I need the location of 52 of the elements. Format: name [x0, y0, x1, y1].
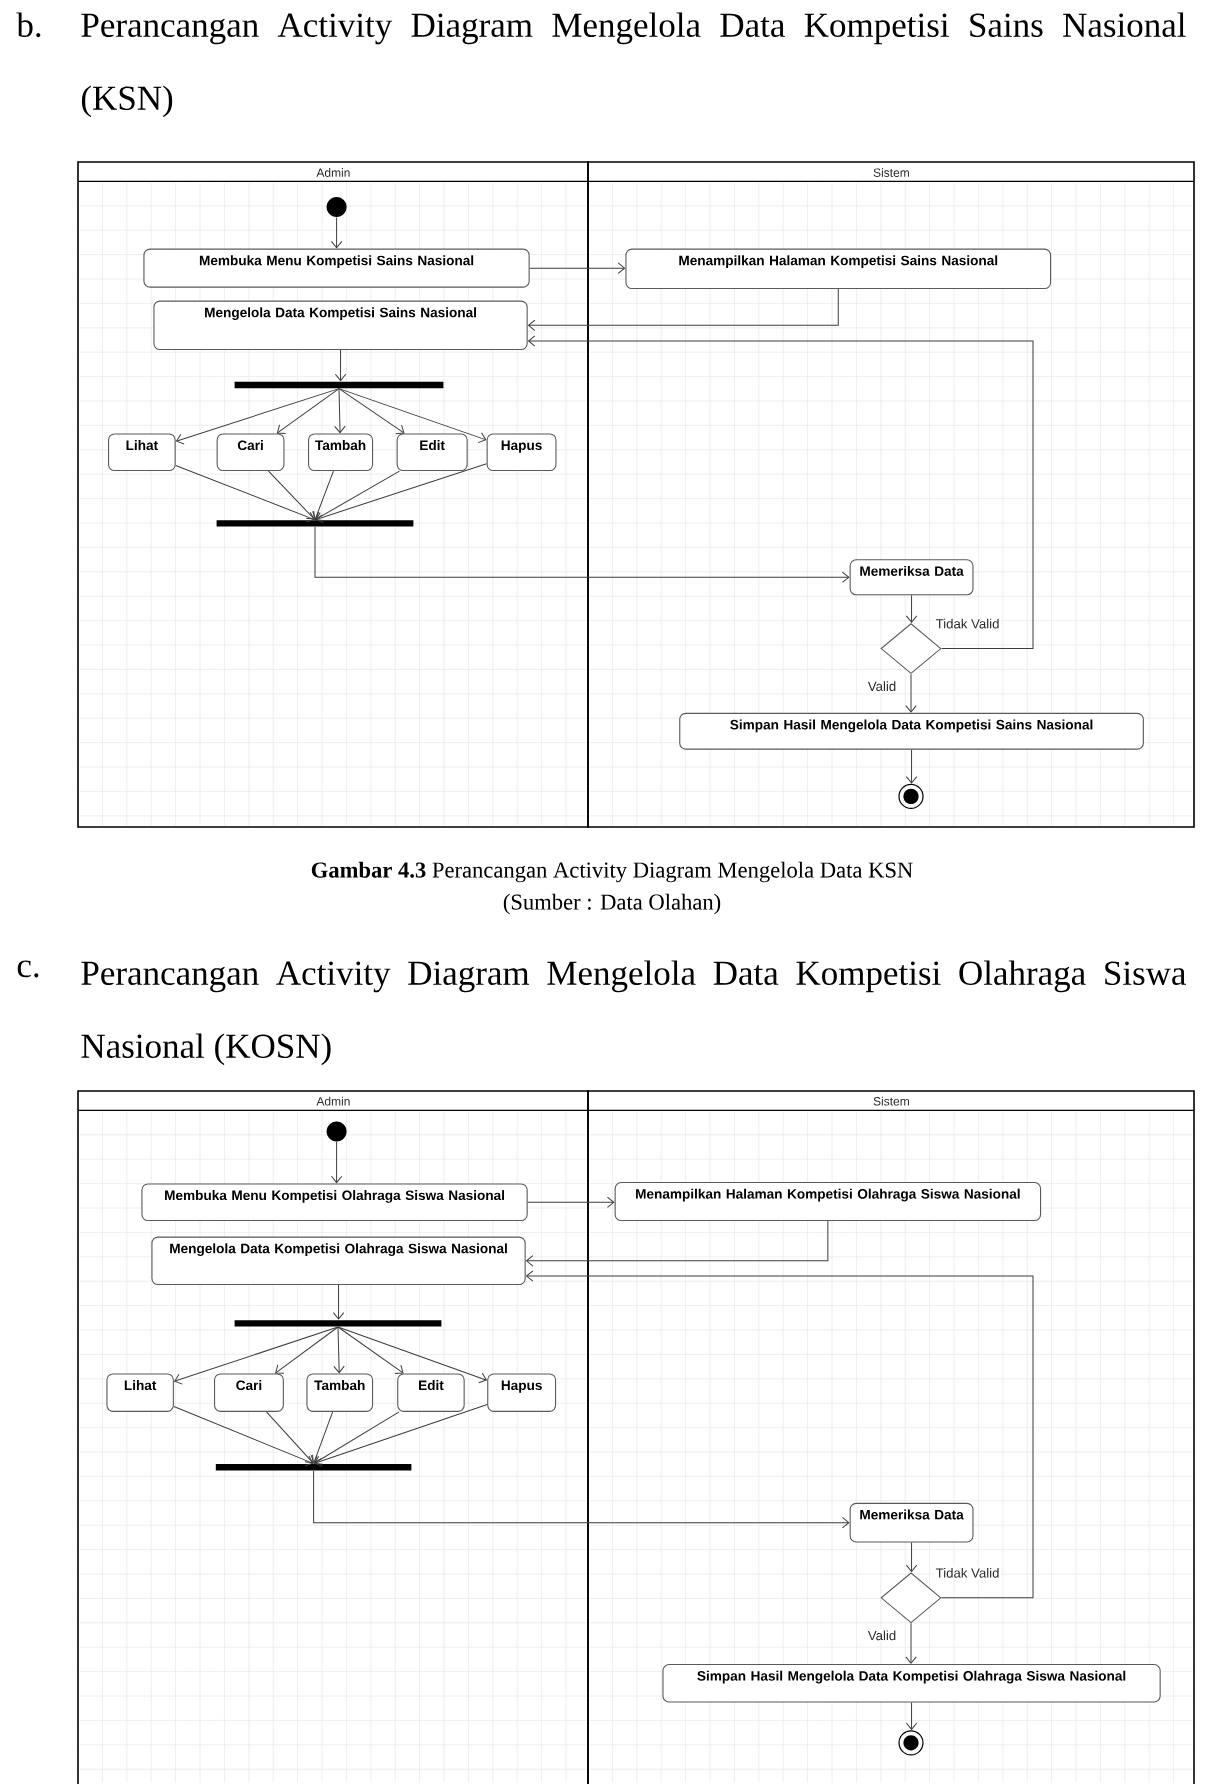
- end-circle: [898, 783, 924, 809]
- arrow: [173, 1405, 314, 1467]
- arrow: [338, 388, 405, 435]
- arrow: [174, 1326, 339, 1385]
- join-bar: [216, 520, 414, 527]
- arrow: [175, 464, 315, 523]
- figure-caption: Gambar 4.3 Perancangan Activity Diagram Mengelola Data KSN: [311, 861, 913, 883]
- arrow: [276, 388, 340, 434]
- join-bar: [215, 1464, 412, 1471]
- arrow: [337, 1326, 404, 1374]
- arrow: [275, 1326, 339, 1374]
- list-marker: b.: [16, 12, 41, 38]
- heading: Perancangan Activity Diagram Mengelola Data Kompetisi Olahraga Siswa Nasional (KOSN): [81, 960, 1186, 1066]
- arrow: [905, 673, 917, 713]
- list-marker: c.: [17, 960, 39, 978]
- end-circle: [898, 1730, 924, 1756]
- arrow: [905, 749, 918, 784]
- start-circle: [326, 197, 347, 217]
- arrow: [310, 1411, 334, 1464]
- arrow: [528, 288, 839, 332]
- arrow: [175, 388, 340, 445]
- arrow: [313, 1403, 488, 1467]
- arrow: [330, 1141, 343, 1184]
- fork-bar: [234, 381, 444, 389]
- arrow: [266, 1411, 314, 1464]
- arrow: [905, 1702, 918, 1730]
- arrow: [905, 594, 918, 623]
- arrow: [528, 335, 1034, 650]
- fork-bar: [234, 1320, 442, 1327]
- arrow: [314, 526, 850, 583]
- arrow: [315, 470, 400, 522]
- arrow: [527, 1196, 615, 1208]
- arrow: [268, 470, 315, 520]
- arrow: [338, 388, 487, 444]
- arrow: [333, 1326, 345, 1374]
- arrow: [334, 349, 347, 382]
- heading: Perancangan Activity Diagram Mengelola Data Kompetisi Sains Nasional (KSN): [81, 12, 1186, 118]
- arrow: [526, 1220, 829, 1267]
- source-note: (Sumber : Data Olahan): [503, 893, 721, 915]
- start-circle: [326, 1121, 347, 1142]
- arrow: [312, 470, 334, 520]
- arrow: [315, 463, 488, 523]
- arrow: [905, 1622, 917, 1664]
- arrow: [334, 388, 346, 434]
- arrow: [337, 1326, 487, 1384]
- arrow: [332, 1284, 345, 1320]
- arrow: [905, 1542, 918, 1572]
- arrow: [526, 1270, 1034, 1599]
- arrow: [330, 216, 343, 249]
- arrow: [313, 1411, 400, 1465]
- arrow: [529, 262, 626, 274]
- arrow: [313, 1470, 850, 1529]
